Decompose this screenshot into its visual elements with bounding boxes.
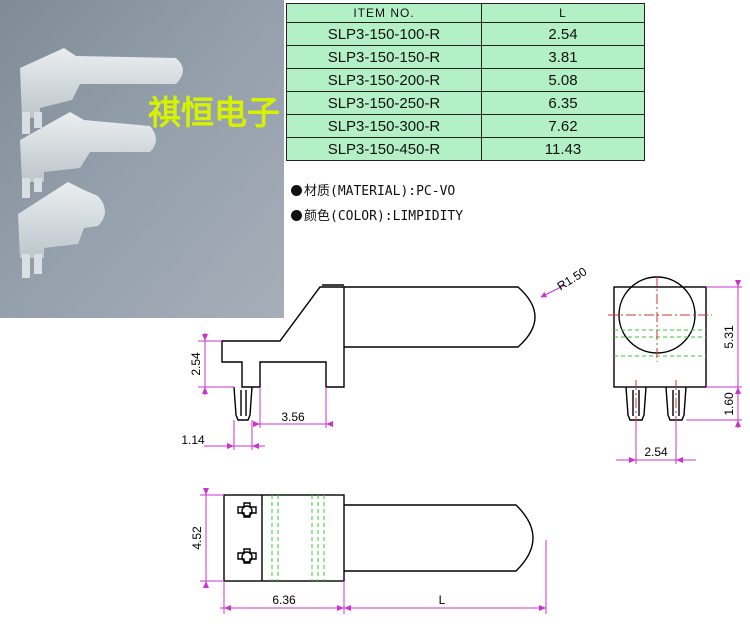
- table-cell-l: 2.54: [481, 22, 645, 46]
- side-view: [221, 284, 536, 421]
- dim-254-side: 2.54: [189, 352, 203, 376]
- light-pipe-2: [20, 112, 156, 198]
- front-view: [613, 276, 707, 421]
- dim-636: 6.36: [272, 593, 296, 607]
- top-view-hidden-lines: [271, 495, 325, 581]
- bullet-icon: [291, 185, 302, 196]
- table-cell-item: SLP3-150-250-R: [286, 91, 482, 115]
- color-text: 颜色(COLOR):LIMPIDITY: [304, 209, 464, 224]
- front-view-hidden-lines: [614, 329, 706, 357]
- table-cell-item: SLP3-150-450-R: [286, 137, 482, 161]
- dim-114: 1.14: [181, 433, 205, 447]
- front-view-dimensions: [616, 281, 742, 464]
- spec-table: ITEM NO. L SLP3-150-100-R 2.54 SLP3-150-…: [286, 3, 645, 161]
- dim-356: 3.56: [281, 410, 305, 424]
- table-row: SLP3-150-250-R 6.35: [286, 91, 645, 115]
- dim-r150: R1.50: [555, 264, 590, 293]
- material-note: 材质(MATERIAL):PC-VO: [291, 180, 455, 199]
- table-cell-l: 11.43: [481, 137, 645, 161]
- table-cell-l: 6.35: [481, 91, 645, 115]
- product-photo: [0, 0, 284, 318]
- table-row: SLP3-150-100-R 2.54: [286, 22, 645, 46]
- dim-160: 1.60: [722, 392, 736, 416]
- front-view-center-lines: [608, 276, 712, 428]
- table-cell-item: SLP3-150-100-R: [286, 22, 482, 46]
- dim-l: L: [439, 593, 446, 607]
- table-cell-item: SLP3-150-300-R: [286, 114, 482, 138]
- table-row: SLP3-150-450-R 11.43: [286, 137, 645, 161]
- material-text: 材质(MATERIAL):PC-VO: [304, 184, 456, 199]
- color-note: 颜色(COLOR):LIMPIDITY: [291, 205, 463, 224]
- watermark-text: 祺恒电子: [148, 93, 280, 132]
- top-view: [223, 494, 534, 582]
- table-row: SLP3-150-300-R 7.62: [286, 114, 645, 138]
- table-cell-l: 5.08: [481, 68, 645, 92]
- table-cell-l: 7.62: [481, 114, 645, 138]
- top-view-dimensions: [200, 489, 547, 614]
- dimension-arrowheads: [202, 280, 741, 611]
- table-cell-item: SLP3-150-150-R: [286, 45, 482, 69]
- light-pipe-1: [20, 48, 183, 134]
- dim-452: 4.52: [190, 526, 204, 550]
- dim-254-front: 2.54: [644, 445, 668, 459]
- dim-531: 5.31: [722, 325, 736, 349]
- light-pipe-3: [18, 182, 105, 278]
- bullet-icon: [291, 210, 302, 221]
